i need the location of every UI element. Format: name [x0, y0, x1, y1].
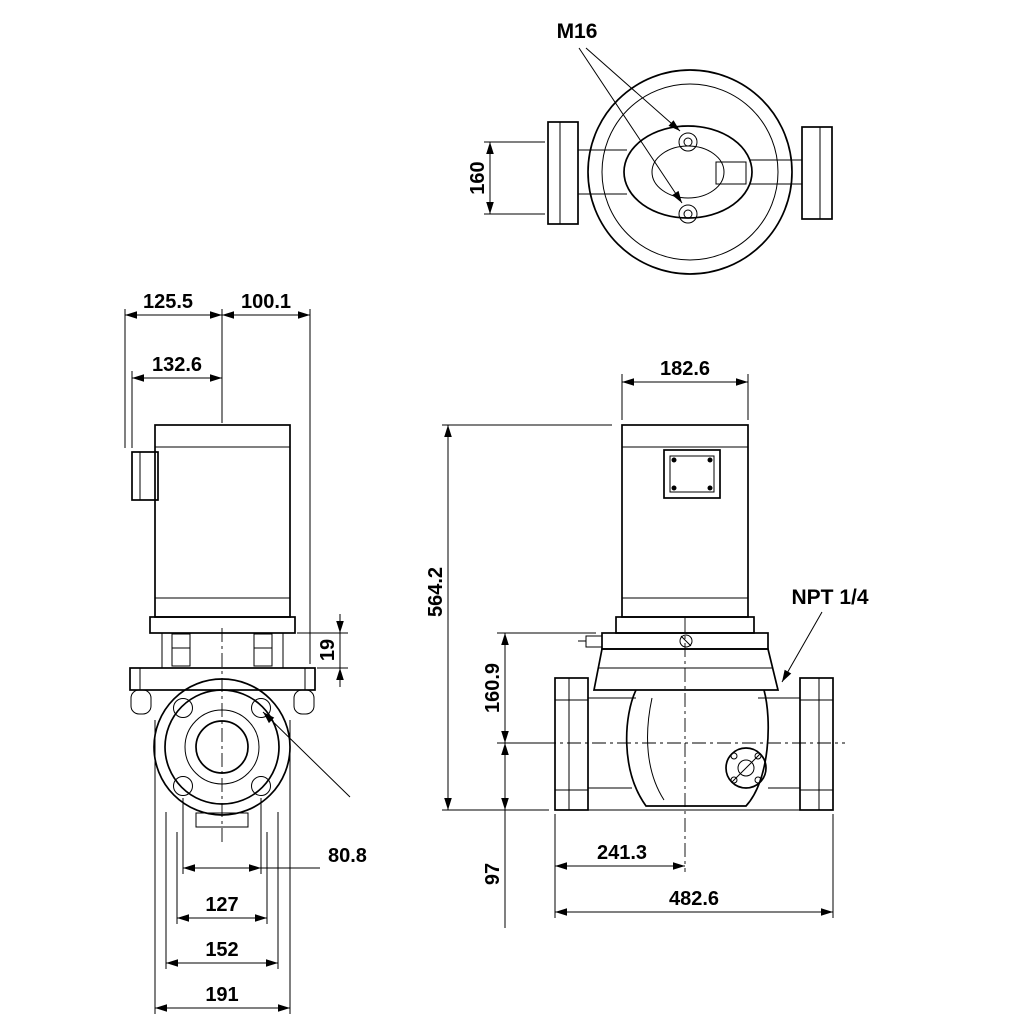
terminal-box — [131, 451, 159, 501]
side-view-pump-head — [578, 632, 780, 691]
dim-label-182-6: 182.6 — [660, 358, 710, 380]
bracket-ear-right — [293, 689, 315, 715]
dim-label-191: 191 — [205, 984, 238, 1006]
dim-19: 19 — [297, 614, 348, 687]
front-view: 125.5 100.1 132.6 19 80.8 12 — [124, 291, 367, 1014]
front-view-volute — [153, 628, 351, 842]
motor-rim-circle — [601, 83, 779, 261]
terminal-box-face — [663, 449, 721, 499]
m16-leader-bottom — [578, 47, 683, 204]
side-view: NPT 1/4 182.6 564.2 160.9 97 — [425, 358, 869, 928]
dim-80-8: 80.8 — [182, 798, 367, 874]
motor-fan-cover-circle — [587, 69, 793, 275]
suction-flange — [554, 677, 589, 811]
head-screw — [679, 634, 693, 648]
pump-foot — [195, 812, 249, 828]
npt-label: NPT 1/4 — [791, 586, 868, 609]
flange-circle — [164, 689, 280, 805]
dim-241-3: 241.3 — [554, 814, 685, 918]
dim-127: 127 — [176, 832, 268, 924]
pump-head-outline — [623, 125, 753, 219]
dim-label-19: 19 — [317, 639, 339, 661]
dim-482-6: 482.6 — [555, 814, 834, 918]
dim-160: 160 — [467, 141, 545, 215]
dim-564-2: 564.2 — [425, 424, 612, 811]
bolt-hole-leader — [262, 711, 351, 798]
m16-callout: M16 — [557, 20, 683, 204]
suction-flange — [547, 121, 579, 225]
discharge-flange — [801, 126, 833, 220]
vent-screw — [585, 635, 603, 648]
dim-label-97: 97 — [482, 863, 504, 885]
m16-leader-top — [585, 47, 681, 132]
front-view-base-plate — [129, 667, 316, 715]
top-view: 160 M16 — [467, 20, 833, 275]
dim-182-6: 182.6 — [621, 358, 749, 420]
hub-circle — [184, 709, 260, 785]
front-view-motor — [131, 424, 296, 634]
motor-body — [154, 424, 291, 618]
dim-132-6: 132.6 — [131, 354, 222, 448]
dim-label-100-1: 100.1 — [241, 291, 291, 313]
motor-base-flange — [149, 616, 296, 634]
dim-label-127: 127 — [205, 894, 238, 916]
dim-label-160: 160 — [467, 161, 489, 194]
dim-label-160-9: 160.9 — [482, 663, 504, 713]
top-view-pump-outline — [547, 69, 833, 275]
pump-head-outline — [592, 648, 780, 691]
dim-label-564-2: 564.2 — [425, 567, 447, 617]
npt-callout: NPT 1/4 — [781, 586, 869, 683]
pump-head-inner — [651, 145, 725, 199]
coupling-bolt-right — [253, 633, 273, 667]
dim-125-5-and-100-1: 125.5 100.1 — [124, 291, 311, 664]
bracket-ear-left — [130, 689, 152, 715]
discharge-flange — [799, 677, 834, 811]
volute-outline — [625, 689, 770, 807]
dim-label-132-6: 132.6 — [152, 354, 202, 376]
dim-152: 152 — [165, 812, 279, 969]
dim-label-482-6: 482.6 — [669, 888, 719, 910]
dim-191: 191 — [154, 720, 291, 1014]
dim-label-125-5: 125.5 — [143, 291, 193, 313]
coupling-bolt-left — [171, 633, 191, 667]
front-view-lantern — [161, 633, 284, 668]
m16-bolt-hole-top — [678, 132, 698, 152]
drain-boss — [725, 747, 767, 789]
dim-label-80-8: 80.8 — [328, 845, 367, 867]
pump-head-detail — [715, 161, 747, 185]
side-view-volute — [542, 618, 845, 872]
npt-leader — [781, 611, 823, 683]
side-view-motor — [615, 424, 755, 634]
dim-160-9: 160.9 — [482, 632, 596, 744]
m16-bolt-hole-bottom — [678, 204, 698, 224]
motor-body — [621, 424, 749, 618]
dim-97: 97 — [482, 743, 509, 928]
m16-label: M16 — [557, 20, 598, 43]
dim-label-241-3: 241.3 — [597, 842, 647, 864]
bore-circle — [195, 720, 249, 774]
flange-bolt-holes — [173, 698, 271, 796]
dim-label-152: 152 — [205, 939, 238, 961]
